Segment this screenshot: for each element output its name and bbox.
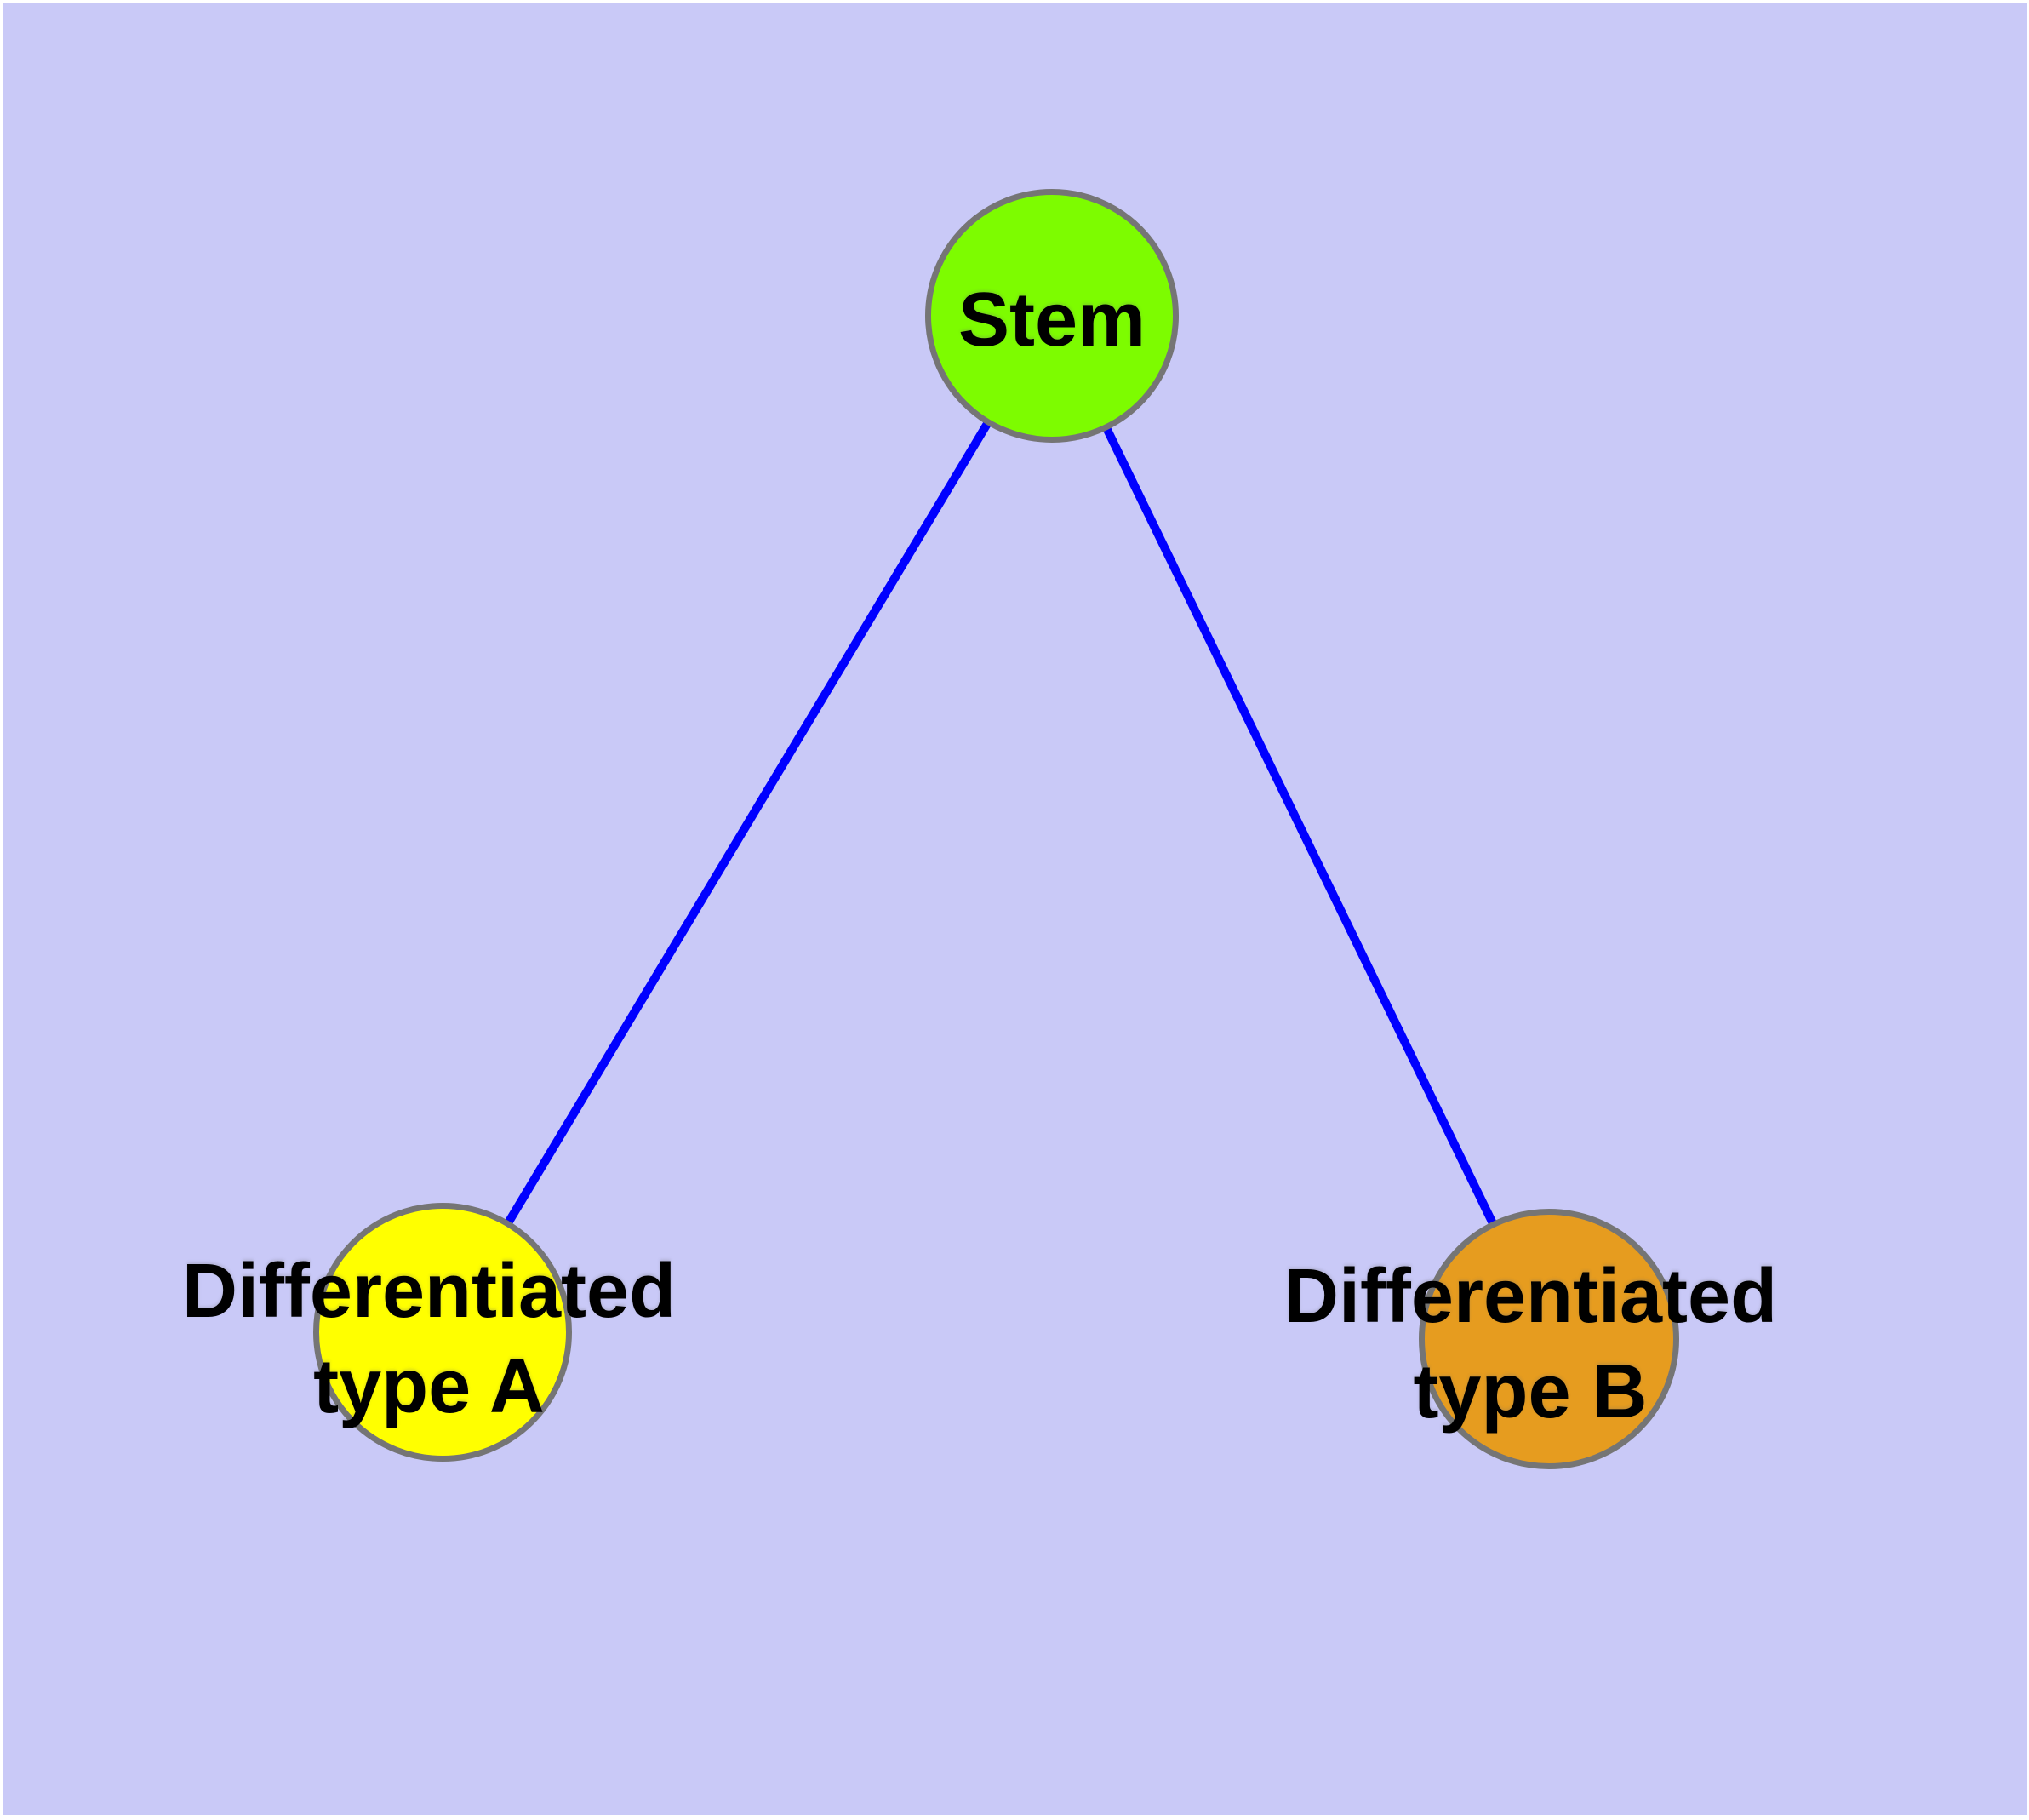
node-differentiated-type-a-label: Differentiated type A — [181, 1249, 677, 1429]
edge-stem-to-differentiated-type-b — [1048, 313, 1553, 1342]
node-differentiated-type-b-label: Differentiated type B — [1283, 1254, 1778, 1434]
node-stem-label: Stem — [957, 278, 1146, 363]
node-stem — [925, 189, 1179, 443]
node-differentiated-type-a — [313, 1203, 572, 1462]
node-differentiated-type-b — [1419, 1209, 1679, 1469]
edge-stem-to-differentiated-type-a — [438, 313, 1056, 1335]
